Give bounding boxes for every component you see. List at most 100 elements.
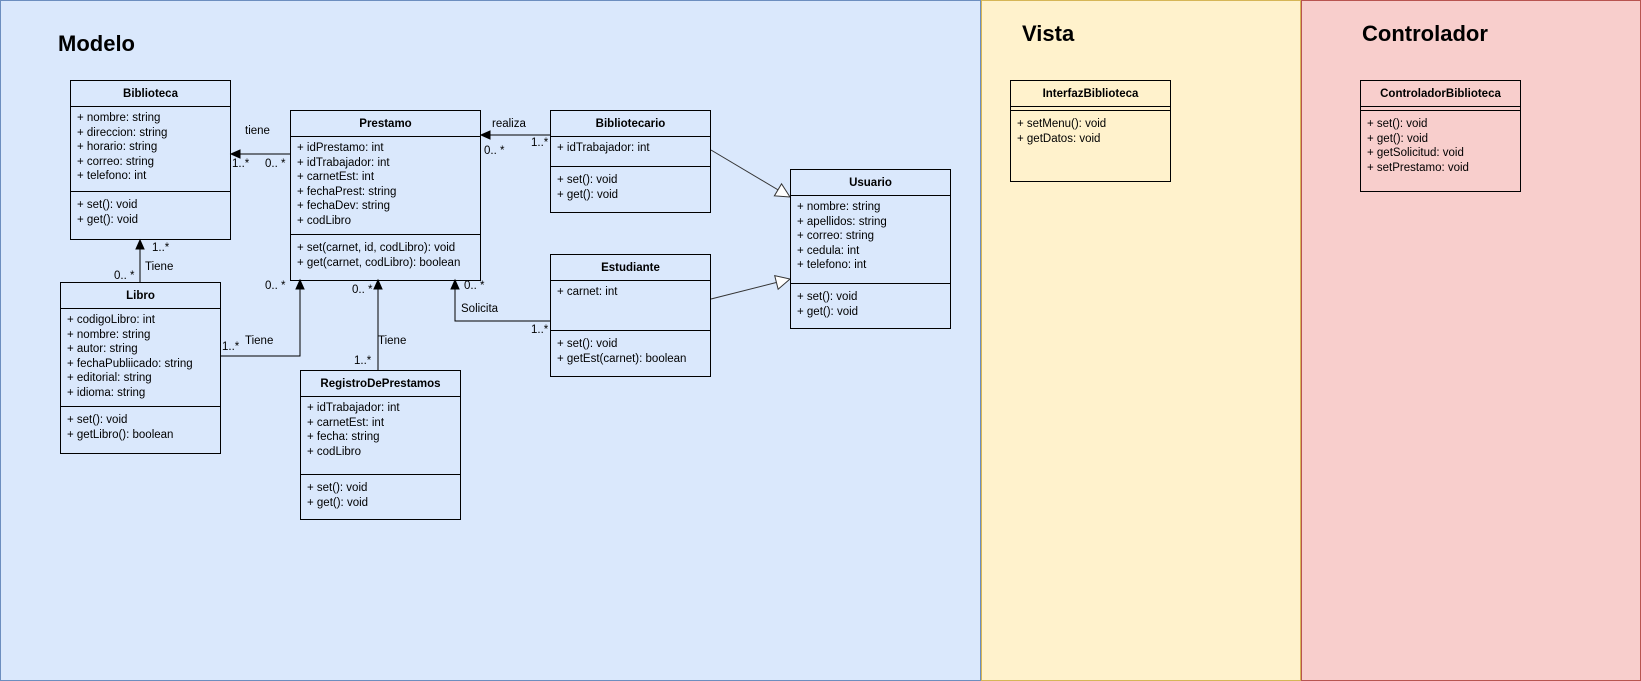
class-interfaz[interactable]: InterfazBiblioteca + setMenu(): void + get… [1010, 80, 1171, 182]
attribute: + nombre: string [797, 201, 881, 213]
class-methods: + set(): void+ get(): void [71, 192, 230, 239]
class-bibliotecario[interactable]: Bibliotecario + idTrabajador: int + set():… [550, 110, 711, 213]
association-arrowhead [135, 238, 145, 250]
target-multiplicity: 0.. * [464, 280, 485, 292]
attribute: + fechaDev: string [297, 200, 391, 213]
class-libro[interactable]: Libro + codigoLibro: int + nombre: string +… [60, 282, 221, 454]
relation-line-bibliotecario-usuario [710, 149, 791, 198]
class-registro[interactable]: RegistroDePrestamos+ idTrabajador: int+ … [300, 370, 461, 520]
method: + set(): void [1367, 118, 1428, 130]
class-attributes [1011, 107, 1170, 111]
attribute: + autor: string [67, 343, 138, 356]
class-name: Bibliotecario [551, 111, 710, 137]
class-name: Prestamo [291, 111, 480, 137]
class-methods: + setMenu(): void + getDatos: void [1011, 111, 1170, 181]
method: + get(): void [307, 496, 369, 509]
attribute: + apellidos: string [797, 215, 887, 228]
association-arrowhead [479, 130, 491, 140]
view-panel-title: Vista [1022, 21, 1075, 46]
class-biblioteca[interactable]: Biblioteca+ nombre: string+ direccion: s… [70, 80, 231, 240]
class-name: ControladorBiblioteca [1361, 81, 1520, 107]
method: + getEst(carnet): boolean [557, 352, 687, 365]
attribute: + codLibro [307, 445, 362, 458]
class-attributes: + carnet: int [551, 281, 710, 331]
class-controlador[interactable]: ControladorBiblioteca + set(): void + get(… [1360, 80, 1521, 192]
attribute: + cedula: int [797, 244, 860, 257]
relation-label: realiza [492, 118, 526, 130]
class-name: Libro [61, 283, 220, 309]
class-attributes: + nombre: string + apellidos: string + cor… [791, 196, 950, 284]
source-multiplicity: 1..* [222, 341, 240, 353]
relation-line-estudiante-prestamo [454, 280, 550, 322]
relation-line-libro-prestamo [221, 280, 301, 357]
method: + getDatos: void [1017, 132, 1101, 145]
attribute: + fechaPubliicado: string [67, 357, 193, 370]
association-arrowhead [450, 278, 460, 290]
target-multiplicity: 0.. * [352, 284, 373, 296]
class-prestamo[interactable]: Prestamo + idPrestamo: int + idTrabajador:… [290, 110, 481, 281]
attribute: + nombre: string [67, 328, 151, 341]
method: + set(): void [557, 338, 618, 350]
method: + get(): void [557, 188, 619, 201]
association-arrowhead [229, 149, 241, 159]
class-estudiante[interactable]: Estudiante + carnet: int + set(): void + ge… [550, 254, 711, 377]
attribute: + nombre: string [77, 112, 161, 124]
target-multiplicity: 0.. * [484, 145, 505, 157]
relation-label: Tiene [145, 261, 173, 273]
source-multiplicity: 1..* [531, 137, 549, 149]
controller-panel: Controlador [1301, 0, 1641, 681]
class-attributes: + idTrabajador: int+ carnetEst: int+ fec… [301, 397, 460, 475]
attribute: + fecha: string [307, 431, 380, 444]
source-multiplicity: 0.. * [265, 158, 286, 170]
attribute: + idTrabajador: int [297, 156, 390, 169]
attribute: + correo: string [797, 230, 875, 243]
method: + set(carnet, id, codLibro): void [297, 242, 456, 254]
attribute: + fechaPrest: string [297, 185, 397, 198]
attribute: + editorial: string [67, 372, 152, 385]
target-multiplicity: 1..* [232, 158, 250, 170]
controller-panel-title: Controlador [1362, 21, 1488, 46]
method: + set(): void [557, 174, 618, 186]
association-arrowhead [295, 278, 305, 290]
class-name: Usuario [791, 170, 950, 196]
method: + set(): void [77, 199, 138, 211]
class-name: InterfazBiblioteca [1011, 81, 1170, 107]
method: + set(): void [307, 482, 368, 494]
attribute: + telefono: int [797, 259, 867, 272]
class-methods: + set(): void + getEst(carnet): boolean [551, 331, 710, 376]
model-panel-title: Modelo [58, 31, 135, 56]
class-name: RegistroDePrestamos [301, 371, 460, 397]
attribute: + idPrestamo: int [297, 142, 384, 154]
method: + get(): void [797, 305, 859, 318]
attribute: + idTrabajador: int [307, 402, 400, 414]
class-methods: + set(carnet, id, codLibro): void + get(c… [291, 235, 480, 280]
relation-label: Tiene [245, 335, 273, 347]
class-methods: + set(): void + get(): void [551, 167, 710, 212]
method: + getSolicitud: void [1367, 147, 1464, 160]
class-attributes: + nombre: string+ direccion: string+ hor… [71, 107, 230, 192]
attribute: + carnet: int [557, 286, 618, 298]
attribute: + idioma: string [67, 386, 146, 399]
class-attributes: + idTrabajador: int [551, 137, 710, 167]
attribute: + carnetEst: int [297, 171, 375, 184]
method: + get(carnet, codLibro): boolean [297, 256, 461, 269]
target-multiplicity: 1..* [152, 242, 170, 254]
attribute: + horario: string [77, 141, 158, 154]
model-panel: Modelo [0, 0, 981, 681]
class-methods: + set(): void + get(): void + getSolicitud… [1361, 111, 1520, 191]
class-methods: + set(): void+ getLibro(): boolean [61, 407, 220, 453]
inheritance-arrowhead [774, 274, 792, 291]
source-multiplicity: 0.. * [114, 270, 135, 282]
method: + setPrestamo: void [1367, 161, 1469, 174]
attribute: + codigoLibro: int [67, 314, 155, 326]
class-name: Estudiante [551, 255, 710, 281]
method: + get(): void [1367, 132, 1429, 145]
inheritance-arrowhead [773, 182, 791, 198]
class-usuario[interactable]: Usuario + nombre: string + apellidos: stri… [790, 169, 951, 329]
attribute: + codLibro [297, 214, 352, 227]
attribute: + idTrabajador: int [557, 142, 650, 154]
source-multiplicity: 1..* [531, 324, 549, 336]
method: + setMenu(): void [1017, 118, 1107, 130]
relation-label: Tiene [378, 335, 406, 347]
